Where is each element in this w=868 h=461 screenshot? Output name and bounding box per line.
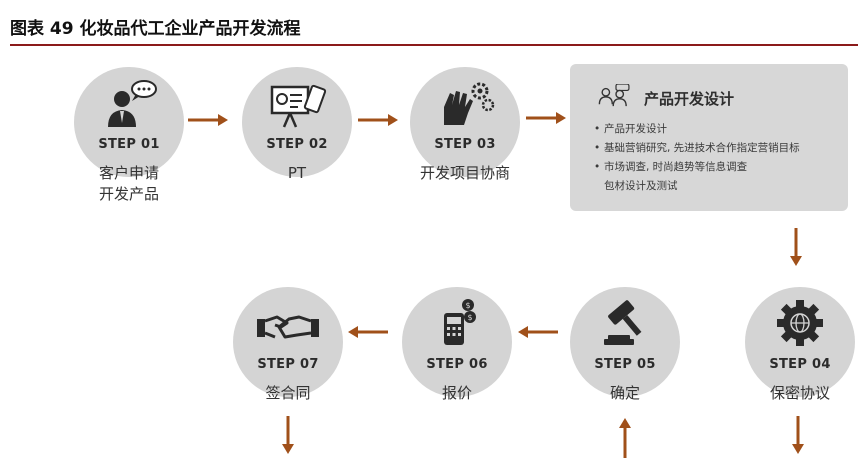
arrow-up	[619, 418, 631, 458]
step-07-number: STEP 07	[257, 357, 319, 372]
design-item: 包材设计及测试	[604, 180, 678, 192]
step-06-label: 报价	[441, 384, 472, 402]
step-01-circle: STEP 01	[74, 67, 184, 177]
arrow-down-1	[790, 228, 802, 266]
design-item: •基础营销研究, 先进技术合作指定营销目标	[594, 142, 800, 154]
arrow-down-2	[792, 416, 804, 454]
design-box-title: 产品开发设计	[644, 90, 735, 108]
arrow-right-3	[526, 112, 566, 124]
svg-text:$: $	[467, 313, 472, 322]
step-05-label: 确定	[609, 384, 640, 402]
title-underline	[10, 44, 858, 46]
step-04-circle: STEP 04	[745, 287, 855, 397]
handshake-icon	[257, 315, 319, 339]
step-04-number: STEP 04	[769, 357, 831, 372]
arrow-right-2	[358, 114, 398, 126]
step-01-number: STEP 01	[98, 137, 160, 152]
step-07-circle: STEP 07	[233, 287, 343, 397]
step-05-circle: STEP 05	[570, 287, 680, 397]
step-05-number: STEP 05	[594, 357, 656, 372]
arrow-left-1	[518, 326, 558, 338]
step-01-label: 客户申请 开发产品	[98, 164, 159, 203]
person-speech-icon	[108, 80, 157, 127]
arrow-down-3	[282, 416, 294, 454]
step-04-label: 保密协议	[769, 384, 830, 402]
step-03-label: 开发项目协商	[419, 164, 510, 182]
step-06-circle: $ $ STEP 06	[402, 287, 512, 397]
step-03-circle: STEP 03	[410, 67, 520, 177]
hand-gears-icon	[444, 82, 495, 125]
step-03-number: STEP 03	[434, 137, 496, 152]
step-02-circle: STEP 02	[242, 67, 352, 177]
figure-title: 图表 49 化妆品代工企业产品开发流程	[10, 19, 301, 39]
gavel-icon	[604, 300, 642, 345]
calculator-coins-icon: $ $	[444, 299, 476, 345]
step-06-number: STEP 06	[426, 357, 488, 372]
arrow-left-2	[348, 326, 388, 338]
arrow-right-1	[188, 114, 228, 126]
svg-text:$: $	[465, 301, 470, 310]
gear-globe-icon	[777, 300, 823, 346]
step-07-label: 签合同	[265, 384, 311, 402]
presentation-icon	[270, 84, 327, 128]
team-icon	[598, 84, 630, 107]
step-02-label: PT	[287, 164, 307, 182]
design-item: •市场调查, 时尚趋势等信息调查	[594, 161, 748, 173]
step-02-number: STEP 02	[266, 137, 328, 152]
design-item: •产品开发设计	[594, 123, 667, 135]
product-design-box: 产品开发设计 •产品开发设计 •基础营销研究, 先进技术合作指定营销目标 •市场…	[570, 64, 848, 211]
design-box-list: •产品开发设计 •基础营销研究, 先进技术合作指定营销目标 •市场调查, 时尚趋…	[594, 120, 844, 196]
